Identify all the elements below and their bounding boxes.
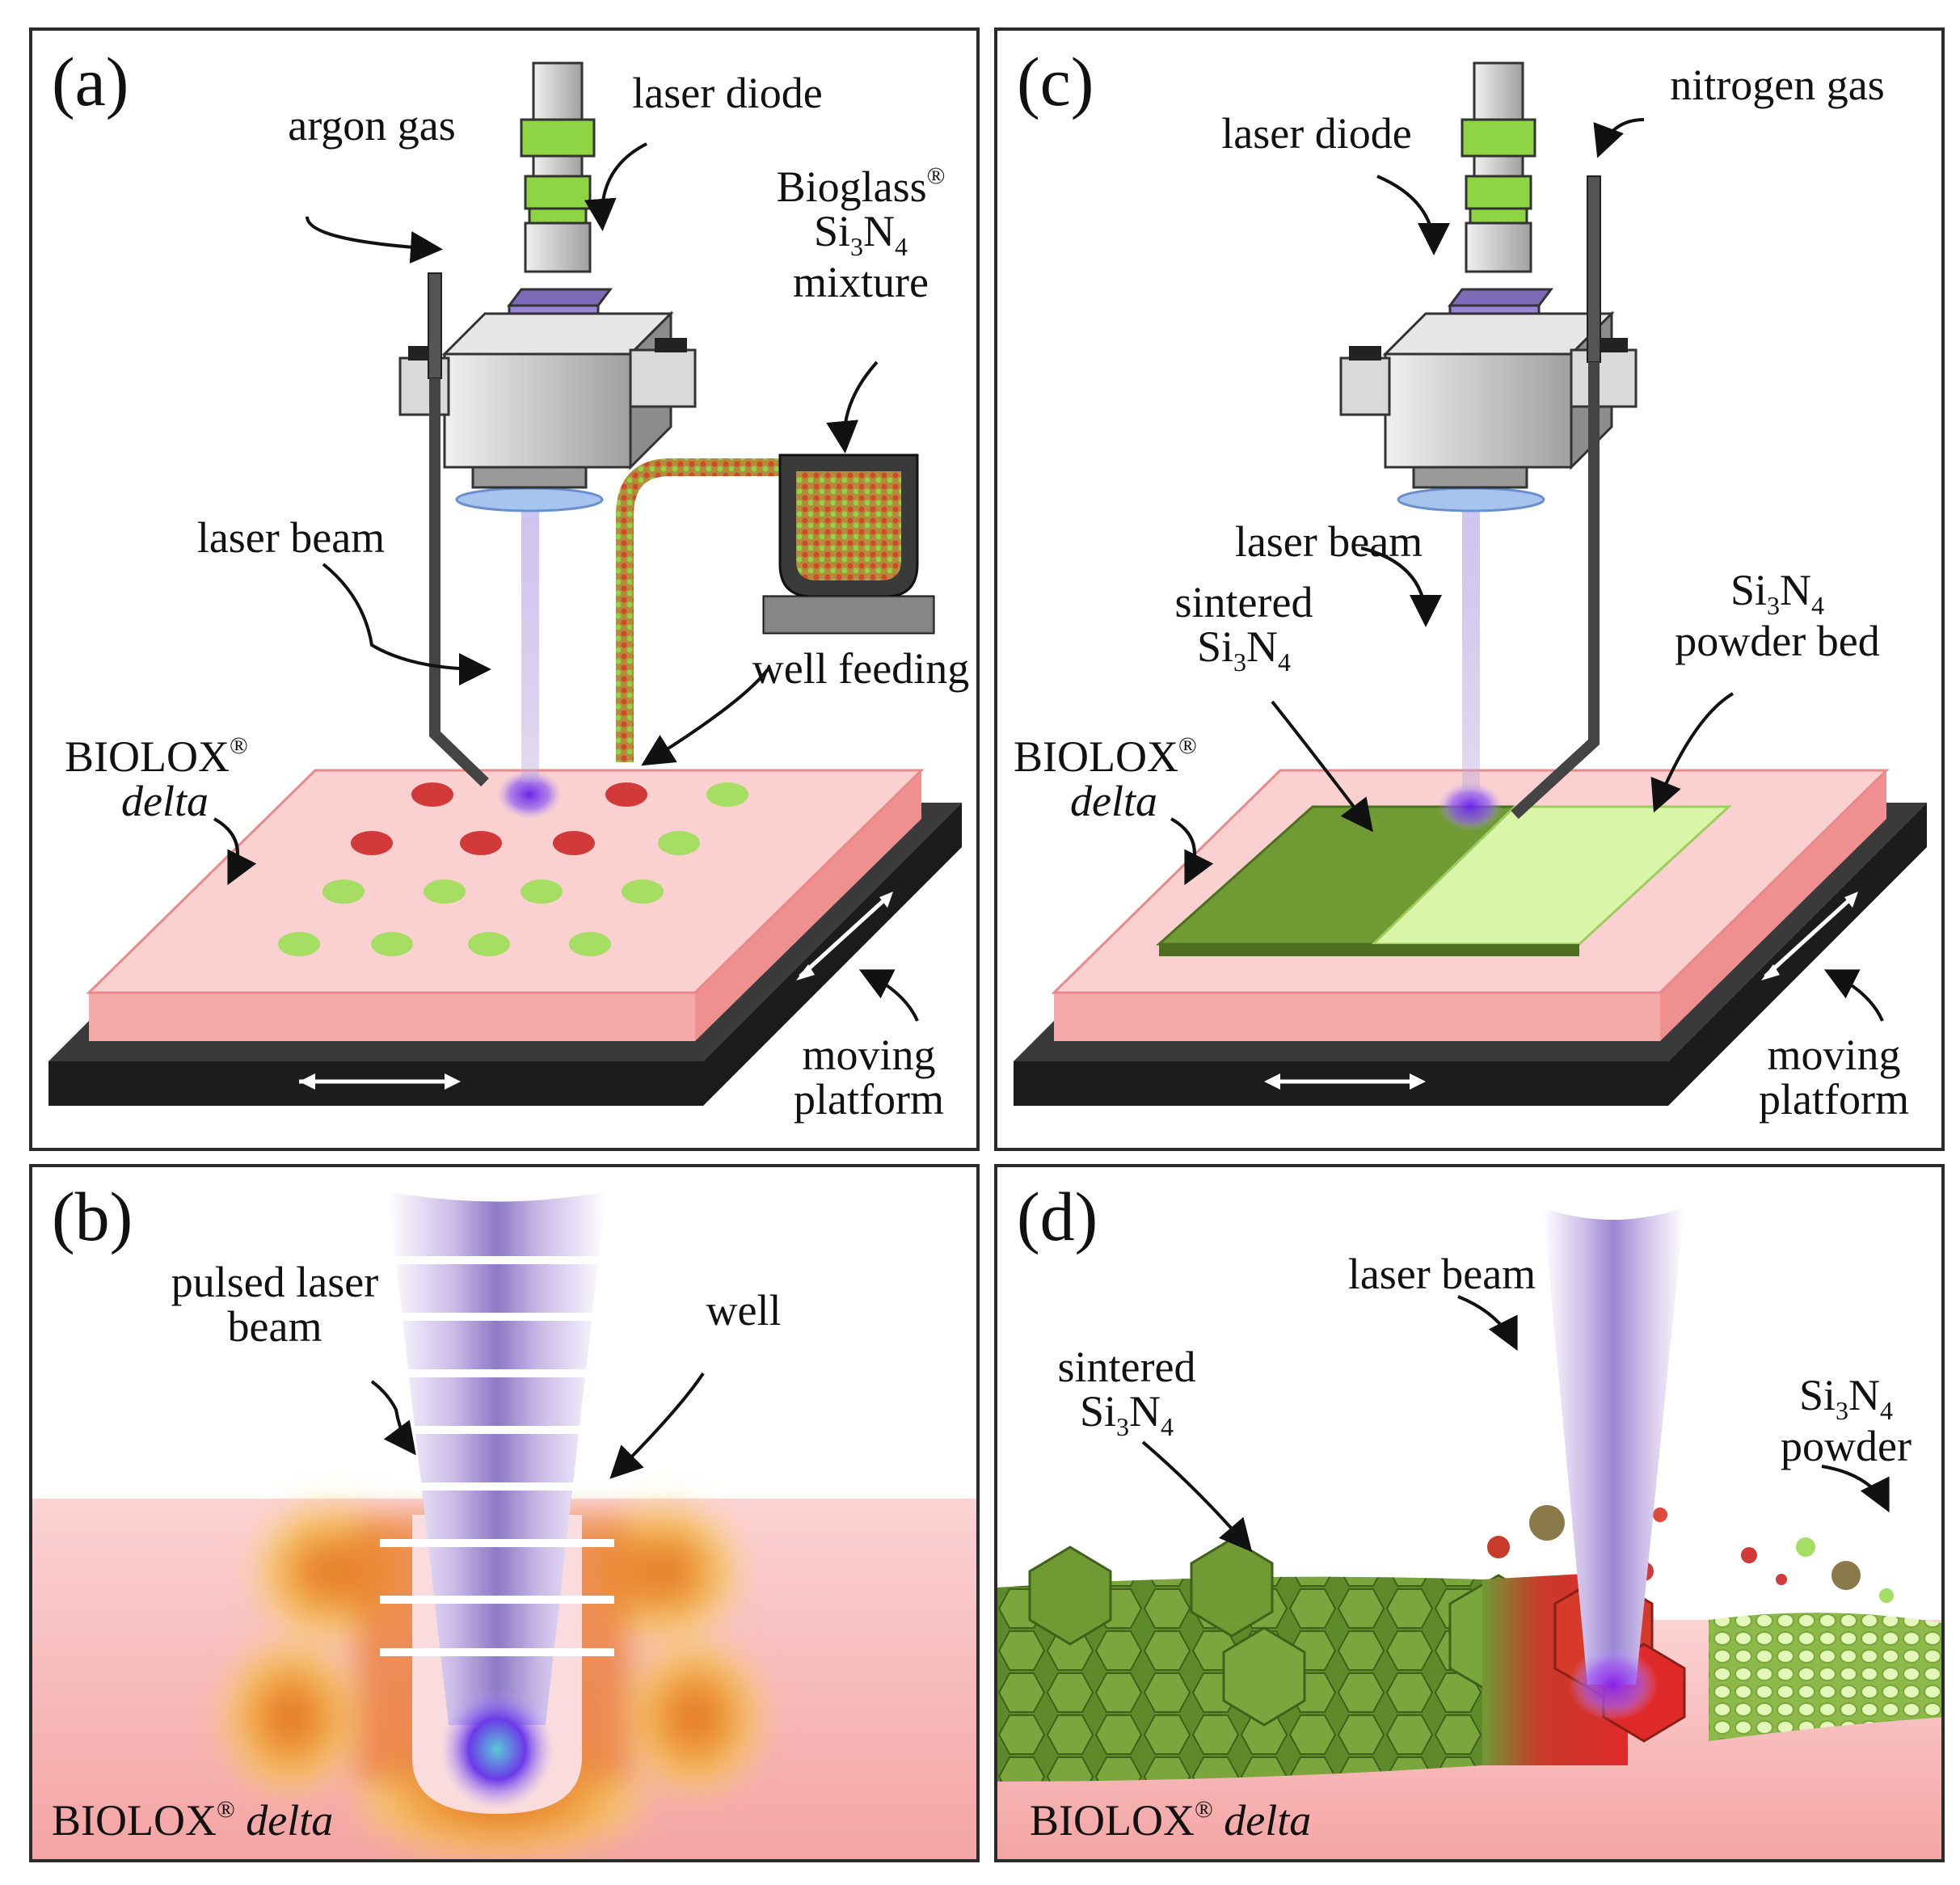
pulsed-laser-beam [380,1191,614,1725]
laser-diode [1339,61,1638,489]
panel-d-illustration [997,1208,1941,1859]
laser-spot [1438,782,1503,831]
moving-platform-label: moving platform [794,1031,944,1124]
panel-d-letter: (d) [1017,1178,1098,1255]
panel-b: (b) pulsed laser beam well BIOLOX® delta [29,1164,980,1862]
laser-beam [1462,483,1480,791]
powder-bed-label: Si3N4 powder bed [1675,566,1880,665]
label-arrows [1141,1295,1890,1553]
panel-b-letter: (b) [52,1178,133,1255]
pulsed-laser-beam-label: pulsed laser beam [171,1258,379,1352]
nitrogen-gas-label: nitrogen gas [1670,61,1885,109]
laser-diode-label: laser diode [1221,109,1412,158]
laser-beam-label: laser beam [196,513,386,562]
sintered-si3n4-label: sintered Si3N4 [1057,1343,1196,1442]
panel-d: (d) laser beam sintered Si3N4 Si3N4 powd… [994,1164,1945,1862]
argon-gas-label: argon gas [288,101,456,150]
nitrogen-gas-tube [1511,175,1601,820]
laser-focus-spot [440,1689,554,1810]
panel-b-illustration [32,1191,976,1859]
panel-c-illustration [1014,61,1927,1106]
laser-diode [398,61,697,489]
laser-beam-label: laser beam [1347,1250,1536,1298]
feed-hopper [616,453,935,762]
focus-lens [455,487,604,512]
argon-gas-tube [428,272,489,787]
label-arrows [213,142,919,1022]
well-feeding-label: well feeding [752,644,970,693]
panel-a-illustration [48,61,962,1106]
laser-beam [521,491,539,782]
panel-c: (c) laser diode nitrogen gas laser beam … [994,27,1945,1151]
mixture-label: Bioglass® Si3N4 mixture [776,162,946,306]
powder-bed [1156,805,1732,956]
si3n4-powder-label: Si3N4 powder [1781,1371,1912,1470]
powder-layer [1709,1613,1941,1741]
biolox-delta-label: BIOLOX® delta [1014,732,1197,826]
moving-platform-label: moving platform [1759,1031,1909,1124]
panel-a-letter: (a) [52,43,129,120]
laser-beam-label: laser beam [1234,517,1423,566]
wells [278,770,748,956]
biolox-delta-label: BIOLOX® delta [52,1796,334,1845]
biolox-delta-label: BIOLOX® delta [65,732,248,826]
laser-beam [1543,1208,1684,1685]
panel-c-letter: (c) [1017,43,1094,120]
sintered-si3n4-label: sintered Si3N4 [1174,578,1313,677]
panel-a: (a) argon gas laser diode Bioglass® Si3N… [29,27,980,1151]
biolox-delta-label: BIOLOX® delta [1030,1796,1312,1845]
well-label: well [706,1286,782,1335]
laser-diode-label: laser diode [632,69,823,117]
laser-focus-spot [1569,1648,1658,1721]
label-arrows [370,1372,705,1479]
focus-lens [1397,487,1545,512]
label-arrows [1170,118,1884,1022]
